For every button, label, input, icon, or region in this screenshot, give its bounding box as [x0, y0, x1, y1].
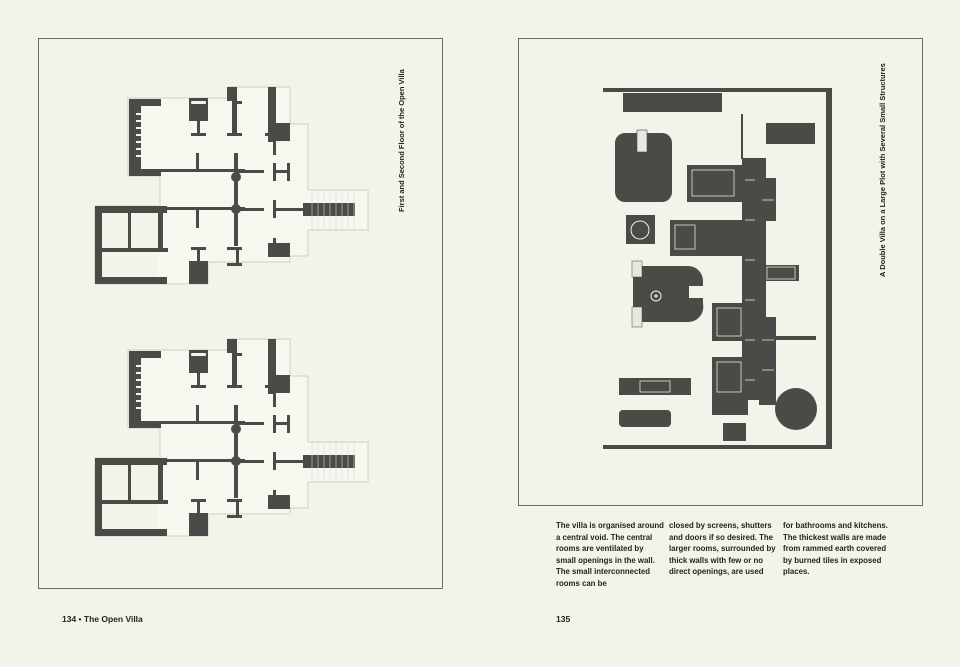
body-text-column-1: The villa is organised around a central …	[556, 521, 664, 588]
first-floor-plan	[94, 86, 369, 285]
right-page-folio: 135	[556, 614, 571, 624]
left-plate-caption: First and Second Floor of the Open Villa	[397, 69, 406, 212]
left-plate-frame	[38, 38, 443, 589]
right-plate-caption: A Double Villa on a Large Plot with Seve…	[878, 63, 887, 277]
double-villa-site-plan	[603, 88, 832, 449]
body-text-column-3: for bathrooms and kitchens. The thickest…	[783, 521, 888, 577]
left-page-folio: 134 • The Open Villa	[62, 614, 143, 624]
right-plate-frame	[518, 38, 923, 506]
second-floor-plan	[94, 338, 369, 537]
body-text-column-2: closed by screens, shutters and doors if…	[669, 521, 776, 577]
